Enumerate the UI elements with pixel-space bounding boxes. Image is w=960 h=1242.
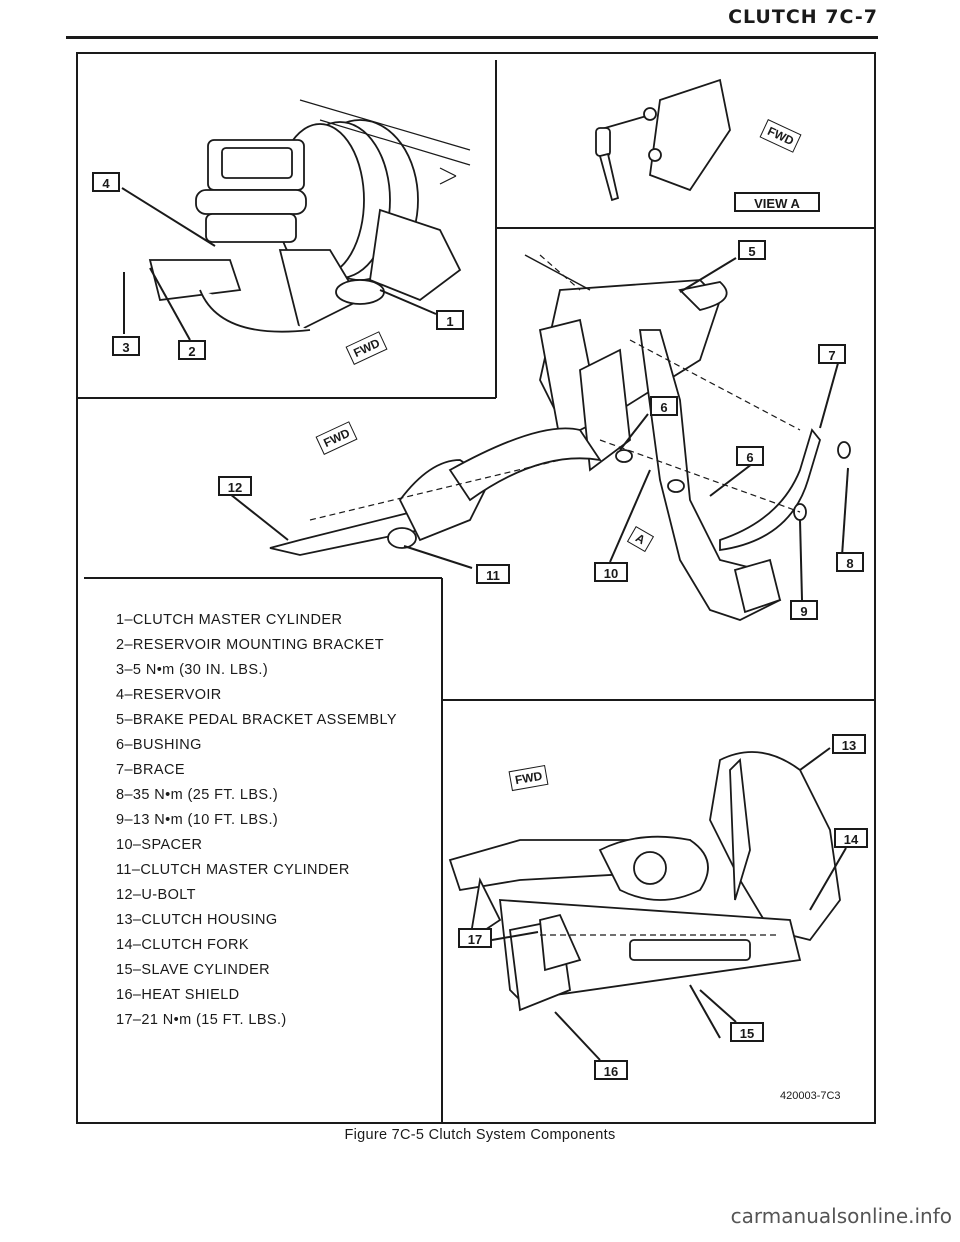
legend-item: 1–CLUTCH MASTER CYLINDER — [116, 612, 343, 628]
legend-item: 2–RESERVOIR MOUNTING BRACKET — [116, 637, 384, 653]
callout-15: 15 — [730, 1022, 764, 1042]
legend-item: 6–BUSHING — [116, 737, 202, 753]
callout-14: 14 — [834, 828, 868, 848]
legend-item: 12–U-BOLT — [116, 887, 196, 903]
legend-item: 16–HEAT SHIELD — [116, 987, 240, 1003]
callout-11: 11 — [476, 564, 510, 584]
callout-6b: 6 — [736, 446, 764, 466]
callout-4: 4 — [92, 172, 120, 192]
legend-item: 9–13 N•m (10 FT. LBS.) — [116, 812, 279, 828]
legend-item: 7–BRACE — [116, 762, 185, 778]
callout-10: 10 — [594, 562, 628, 582]
slave-cylinder-illustration — [448, 751, 841, 1012]
callout-2: 2 — [178, 340, 206, 360]
legend-item: 15–SLAVE CYLINDER — [116, 962, 271, 978]
master-cylinder-illustration — [148, 119, 462, 333]
figure-code: 420003-7C3 — [780, 1090, 841, 1102]
callout-13: 13 — [832, 734, 866, 754]
callout-1: 1 — [436, 310, 464, 330]
legend-item: 5–BRAKE PEDAL BRACKET ASSEMBLY — [116, 712, 397, 728]
callout-17: 17 — [458, 928, 492, 948]
callout-5: 5 — [738, 240, 766, 260]
page-title: CLUTCH 7C-7 — [728, 6, 878, 28]
figure-caption: Figure 7C-5 Clutch System Components — [344, 1127, 616, 1143]
callout-6a: 6 — [650, 396, 678, 416]
watermark[interactable]: carmanualsonline.info — [730, 1204, 952, 1228]
legend-item: 8–35 N•m (25 FT. LBS.) — [116, 787, 279, 803]
legend-item: 13–CLUTCH HOUSING — [116, 912, 278, 928]
view-a-label: VIEW A — [734, 192, 820, 212]
legend-item: 11–CLUTCH MASTER CYLINDER — [116, 862, 350, 878]
legend-item: 10–SPACER — [116, 837, 203, 853]
legend-item: 14–CLUTCH FORK — [116, 937, 249, 953]
legend-item: 17–21 N•m (15 FT. LBS.) — [116, 1012, 287, 1028]
callout-9: 9 — [790, 600, 818, 620]
callout-16: 16 — [594, 1060, 628, 1080]
callout-12: 12 — [218, 476, 252, 496]
fwd-label: FWD — [513, 768, 544, 788]
a-label: A — [633, 530, 648, 548]
view-a-illustration — [595, 78, 731, 202]
callout-7: 7 — [818, 344, 846, 364]
parts-legend: 1–CLUTCH MASTER CYLINDER 2–RESERVOIR MOU… — [90, 578, 442, 1038]
header-rule — [66, 36, 878, 39]
legend-item: 3–5 N•m (30 IN. LBS.) — [116, 662, 269, 678]
callout-8: 8 — [836, 552, 864, 572]
legend-item: 4–RESERVOIR — [116, 687, 222, 703]
callout-3: 3 — [112, 336, 140, 356]
figure-frame — [76, 52, 876, 1124]
